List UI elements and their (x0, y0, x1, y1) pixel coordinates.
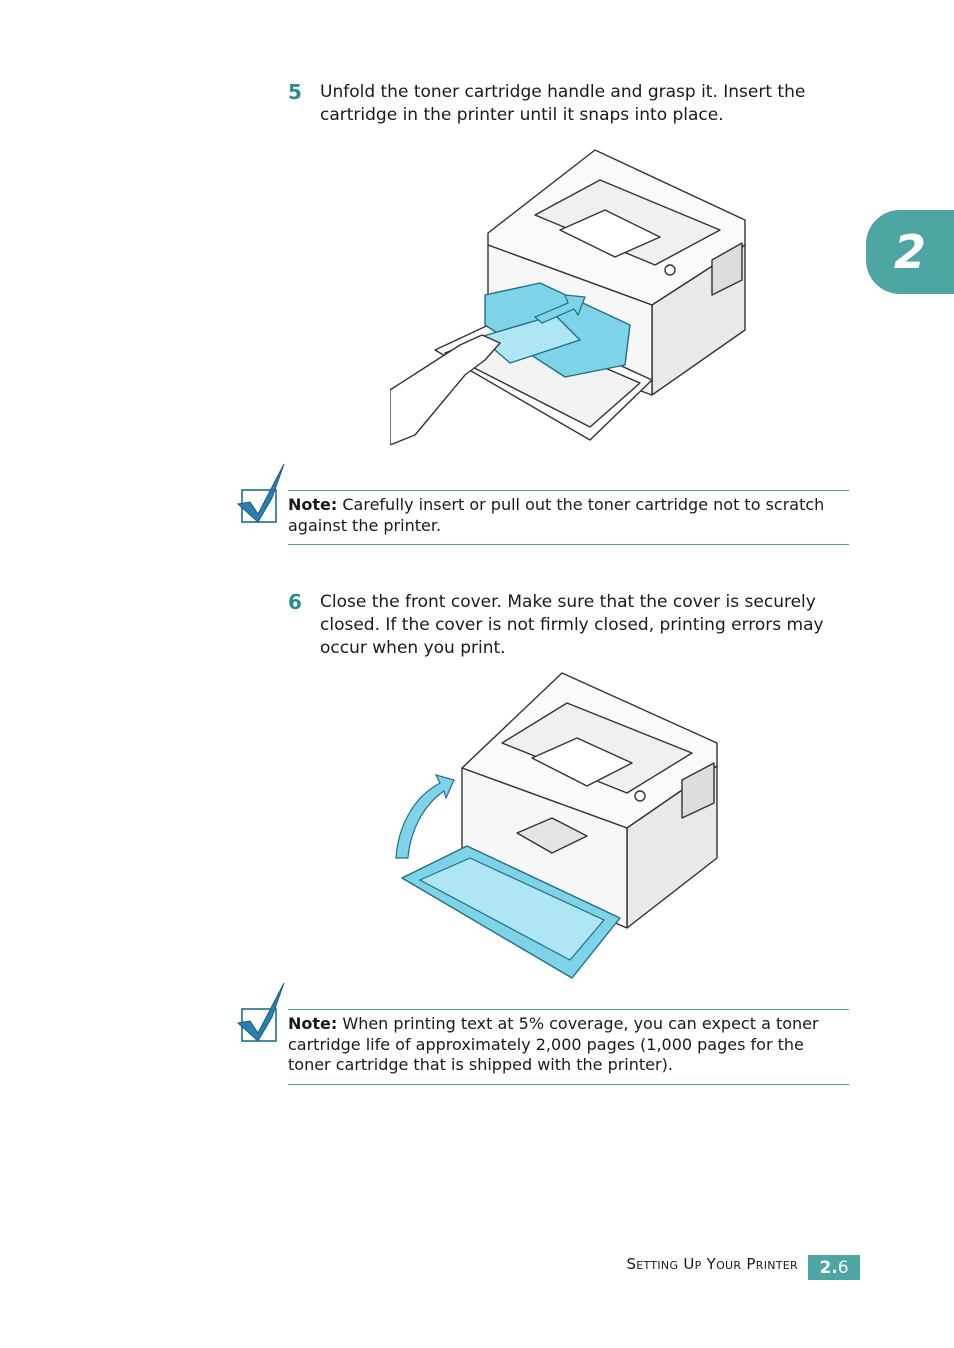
printer-close-cover-illustration (392, 668, 722, 983)
footer-section-title: Setting Up Your Printer (626, 1255, 798, 1273)
chapter-tab (866, 210, 954, 294)
page-number-badge: 2.6 (808, 1255, 860, 1280)
step-number: 6 (288, 590, 302, 614)
printer-insert-cartridge-illustration (390, 145, 760, 445)
note-box: Note: When printing text at 5% coverage,… (288, 1009, 849, 1085)
page-number: 6 (837, 1257, 849, 1278)
insert-arrow-icon (533, 294, 586, 324)
note-box: Note: Carefully insert or pull out the t… (288, 490, 849, 545)
note-label: Note: (288, 495, 338, 514)
step-text: Unfold the toner cartridge handle and gr… (320, 82, 806, 125)
page-chapter: 2. (819, 1257, 838, 1278)
note-label: Note: (288, 1014, 338, 1033)
checkmark-note-icon (236, 981, 288, 1043)
curved-close-arrow-icon (395, 774, 455, 859)
step-text: Close the front cover. Make sure that th… (320, 592, 824, 658)
note-text: Carefully insert or pull out the toner c… (288, 495, 825, 535)
step-number: 5 (288, 80, 302, 104)
chapter-number: 2 (893, 225, 926, 279)
note-text: When printing text at 5% coverage, you c… (288, 1014, 819, 1074)
checkmark-note-icon (236, 462, 288, 524)
